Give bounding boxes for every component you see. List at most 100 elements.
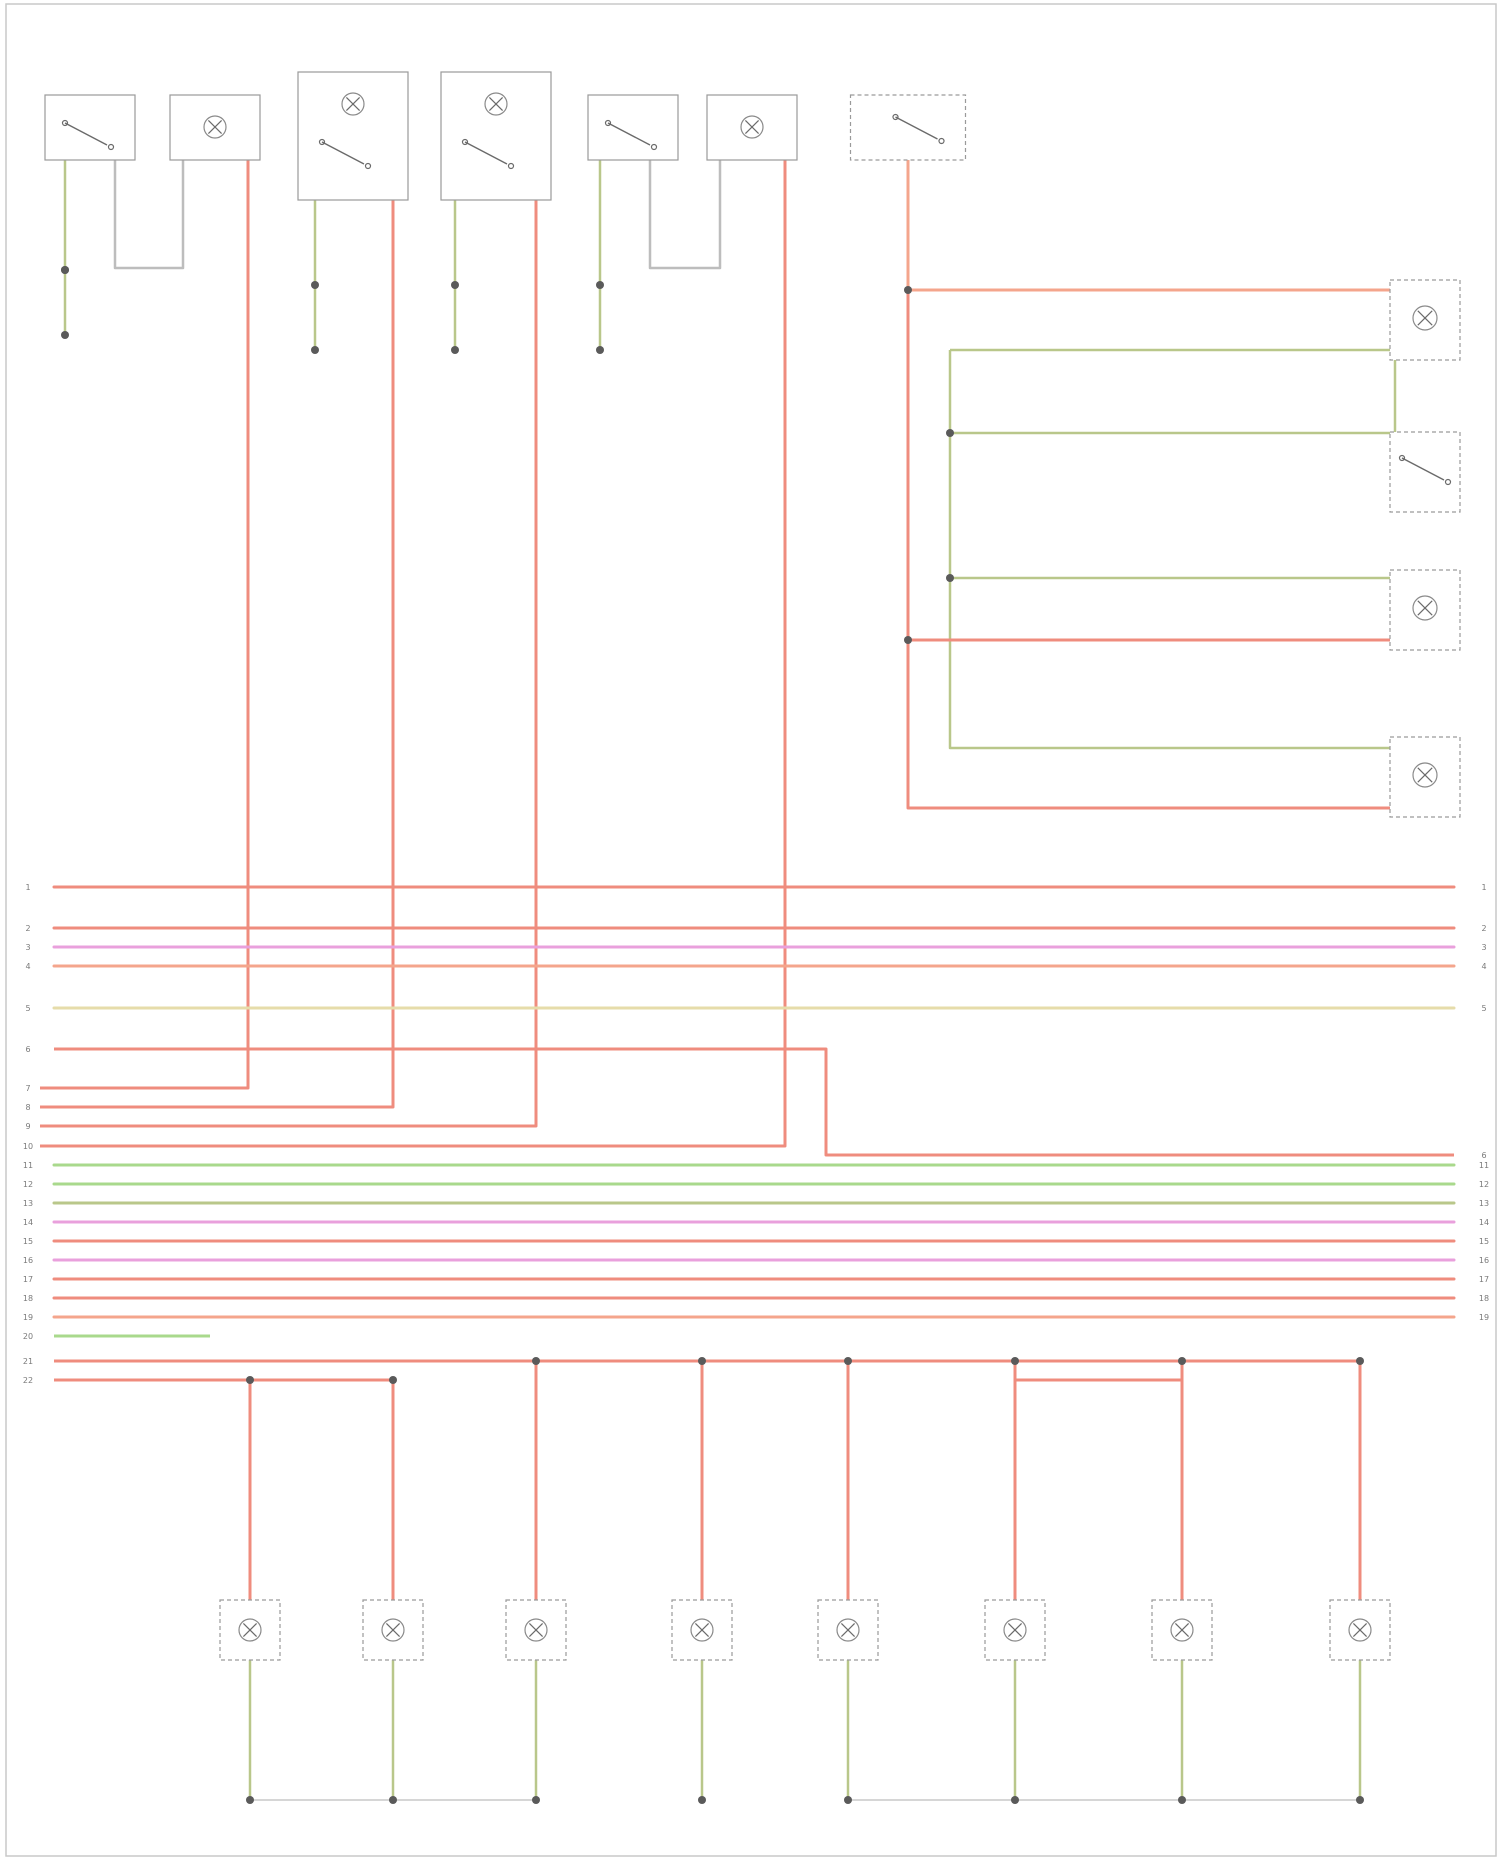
junction-dot xyxy=(246,1376,254,1384)
junction-dot xyxy=(904,636,912,644)
bus-pin-right-17: 17 xyxy=(1479,1275,1489,1284)
ground-node xyxy=(1356,1796,1364,1804)
junction-dot xyxy=(389,1376,397,1384)
bus-pin-left-14: 14 xyxy=(23,1218,33,1227)
junction-dot xyxy=(946,574,954,582)
lamp-symbol xyxy=(1413,596,1437,620)
junction-dot xyxy=(451,281,459,289)
component-box xyxy=(441,72,551,200)
bus-pin-right-16: 16 xyxy=(1479,1256,1489,1265)
bus-pin-left-1: 1 xyxy=(25,883,30,892)
top-component-c2 xyxy=(170,95,260,160)
lamp-symbol xyxy=(342,93,364,115)
bus-pin-left-5: 5 xyxy=(25,1004,30,1013)
lamp-symbol xyxy=(1413,763,1437,787)
bus-pin-left-7: 7 xyxy=(25,1084,30,1093)
junction-dot xyxy=(844,1357,852,1365)
ground-node xyxy=(1178,1796,1186,1804)
lamp-symbol xyxy=(691,1619,713,1641)
bus-pin-right-18: 18 xyxy=(1479,1294,1489,1303)
ground-node xyxy=(1011,1796,1019,1804)
bottom-lamp-b2 xyxy=(363,1600,423,1660)
bus-pin-right-3: 3 xyxy=(1481,943,1486,952)
ground-node xyxy=(451,346,459,354)
junction-dot xyxy=(1011,1357,1019,1365)
bus-pin-left-16: 16 xyxy=(23,1256,33,1265)
switch-contact xyxy=(109,145,114,150)
switch-contact xyxy=(652,145,657,150)
bottom-lamp-b7 xyxy=(1152,1600,1212,1660)
bus-pin-right-14: 14 xyxy=(1479,1218,1489,1227)
bus-pin-right-12: 12 xyxy=(1479,1180,1489,1189)
bottom-lamp-b1 xyxy=(220,1600,280,1660)
lamp-symbol xyxy=(204,116,226,138)
junction-dot xyxy=(1178,1357,1186,1365)
junction-dot xyxy=(61,266,69,274)
component-box xyxy=(851,95,966,160)
bottom-lamp-b3 xyxy=(506,1600,566,1660)
bus-pin-left-8: 8 xyxy=(25,1103,30,1112)
component-box xyxy=(1390,432,1460,512)
bus-pin-right-13: 13 xyxy=(1479,1199,1489,1208)
ground-node xyxy=(596,346,604,354)
bus-pin-left-3: 3 xyxy=(25,943,30,952)
lamp-symbol xyxy=(1004,1619,1026,1641)
lamp-symbol xyxy=(485,93,507,115)
ground-node xyxy=(311,346,319,354)
bus-pin-left-2: 2 xyxy=(25,924,30,933)
bus-pin-left-18: 18 xyxy=(23,1294,33,1303)
top-component-c3 xyxy=(298,72,408,200)
lamp-symbol xyxy=(382,1619,404,1641)
component-box xyxy=(298,72,408,200)
junction-dot xyxy=(946,429,954,437)
switch-contact xyxy=(939,139,944,144)
lamp-symbol xyxy=(1349,1619,1371,1641)
switch-contact xyxy=(1446,480,1451,485)
ground-node xyxy=(389,1796,397,1804)
top-component-c7 xyxy=(851,95,966,160)
component-box xyxy=(588,95,678,160)
lamp-symbol xyxy=(525,1619,547,1641)
bus-pin-left-15: 15 xyxy=(23,1237,33,1246)
bus-pin-left-4: 4 xyxy=(25,962,30,971)
bus-pin-right-5: 5 xyxy=(1481,1004,1486,1013)
ground-node xyxy=(844,1796,852,1804)
lamp-symbol xyxy=(1413,306,1437,330)
right-component-r3 xyxy=(1390,570,1460,650)
bus-pin-left-6: 6 xyxy=(25,1045,30,1054)
bus-pin-left-12: 12 xyxy=(23,1180,33,1189)
ground-node xyxy=(532,1796,540,1804)
bus-pin-right-11: 11 xyxy=(1479,1161,1489,1170)
top-component-c5 xyxy=(588,95,678,160)
bottom-lamp-b5 xyxy=(818,1600,878,1660)
bus-pin-right-1: 1 xyxy=(1481,883,1486,892)
junction-dot xyxy=(698,1357,706,1365)
bus-pin-left-20: 20 xyxy=(23,1332,33,1341)
top-component-c4 xyxy=(441,72,551,200)
top-component-c1 xyxy=(45,95,135,160)
bus-pin-left-22: 22 xyxy=(23,1376,33,1385)
lamp-symbol xyxy=(837,1619,859,1641)
switch-contact xyxy=(509,164,514,169)
bottom-lamp-b4 xyxy=(672,1600,732,1660)
right-component-r1 xyxy=(1390,280,1460,360)
junction-dot xyxy=(596,281,604,289)
junction-dot xyxy=(1356,1357,1364,1365)
lamp-symbol xyxy=(741,116,763,138)
bus-pin-left-17: 17 xyxy=(23,1275,33,1284)
bottom-lamp-b8 xyxy=(1330,1600,1390,1660)
top-component-c6 xyxy=(707,95,797,160)
bus-pin-right-6: 6 xyxy=(1481,1151,1486,1160)
bus-pin-right-19: 19 xyxy=(1479,1313,1489,1322)
bus-pin-left-11: 11 xyxy=(23,1161,33,1170)
bus-pin-right-4: 4 xyxy=(1481,962,1486,971)
bus-pin-left-10: 10 xyxy=(23,1142,33,1151)
junction-dot xyxy=(532,1357,540,1365)
component-box xyxy=(45,95,135,160)
ground-node xyxy=(61,331,69,339)
bus-pin-left-19: 19 xyxy=(23,1313,33,1322)
switch-contact xyxy=(366,164,371,169)
junction-dot xyxy=(904,286,912,294)
